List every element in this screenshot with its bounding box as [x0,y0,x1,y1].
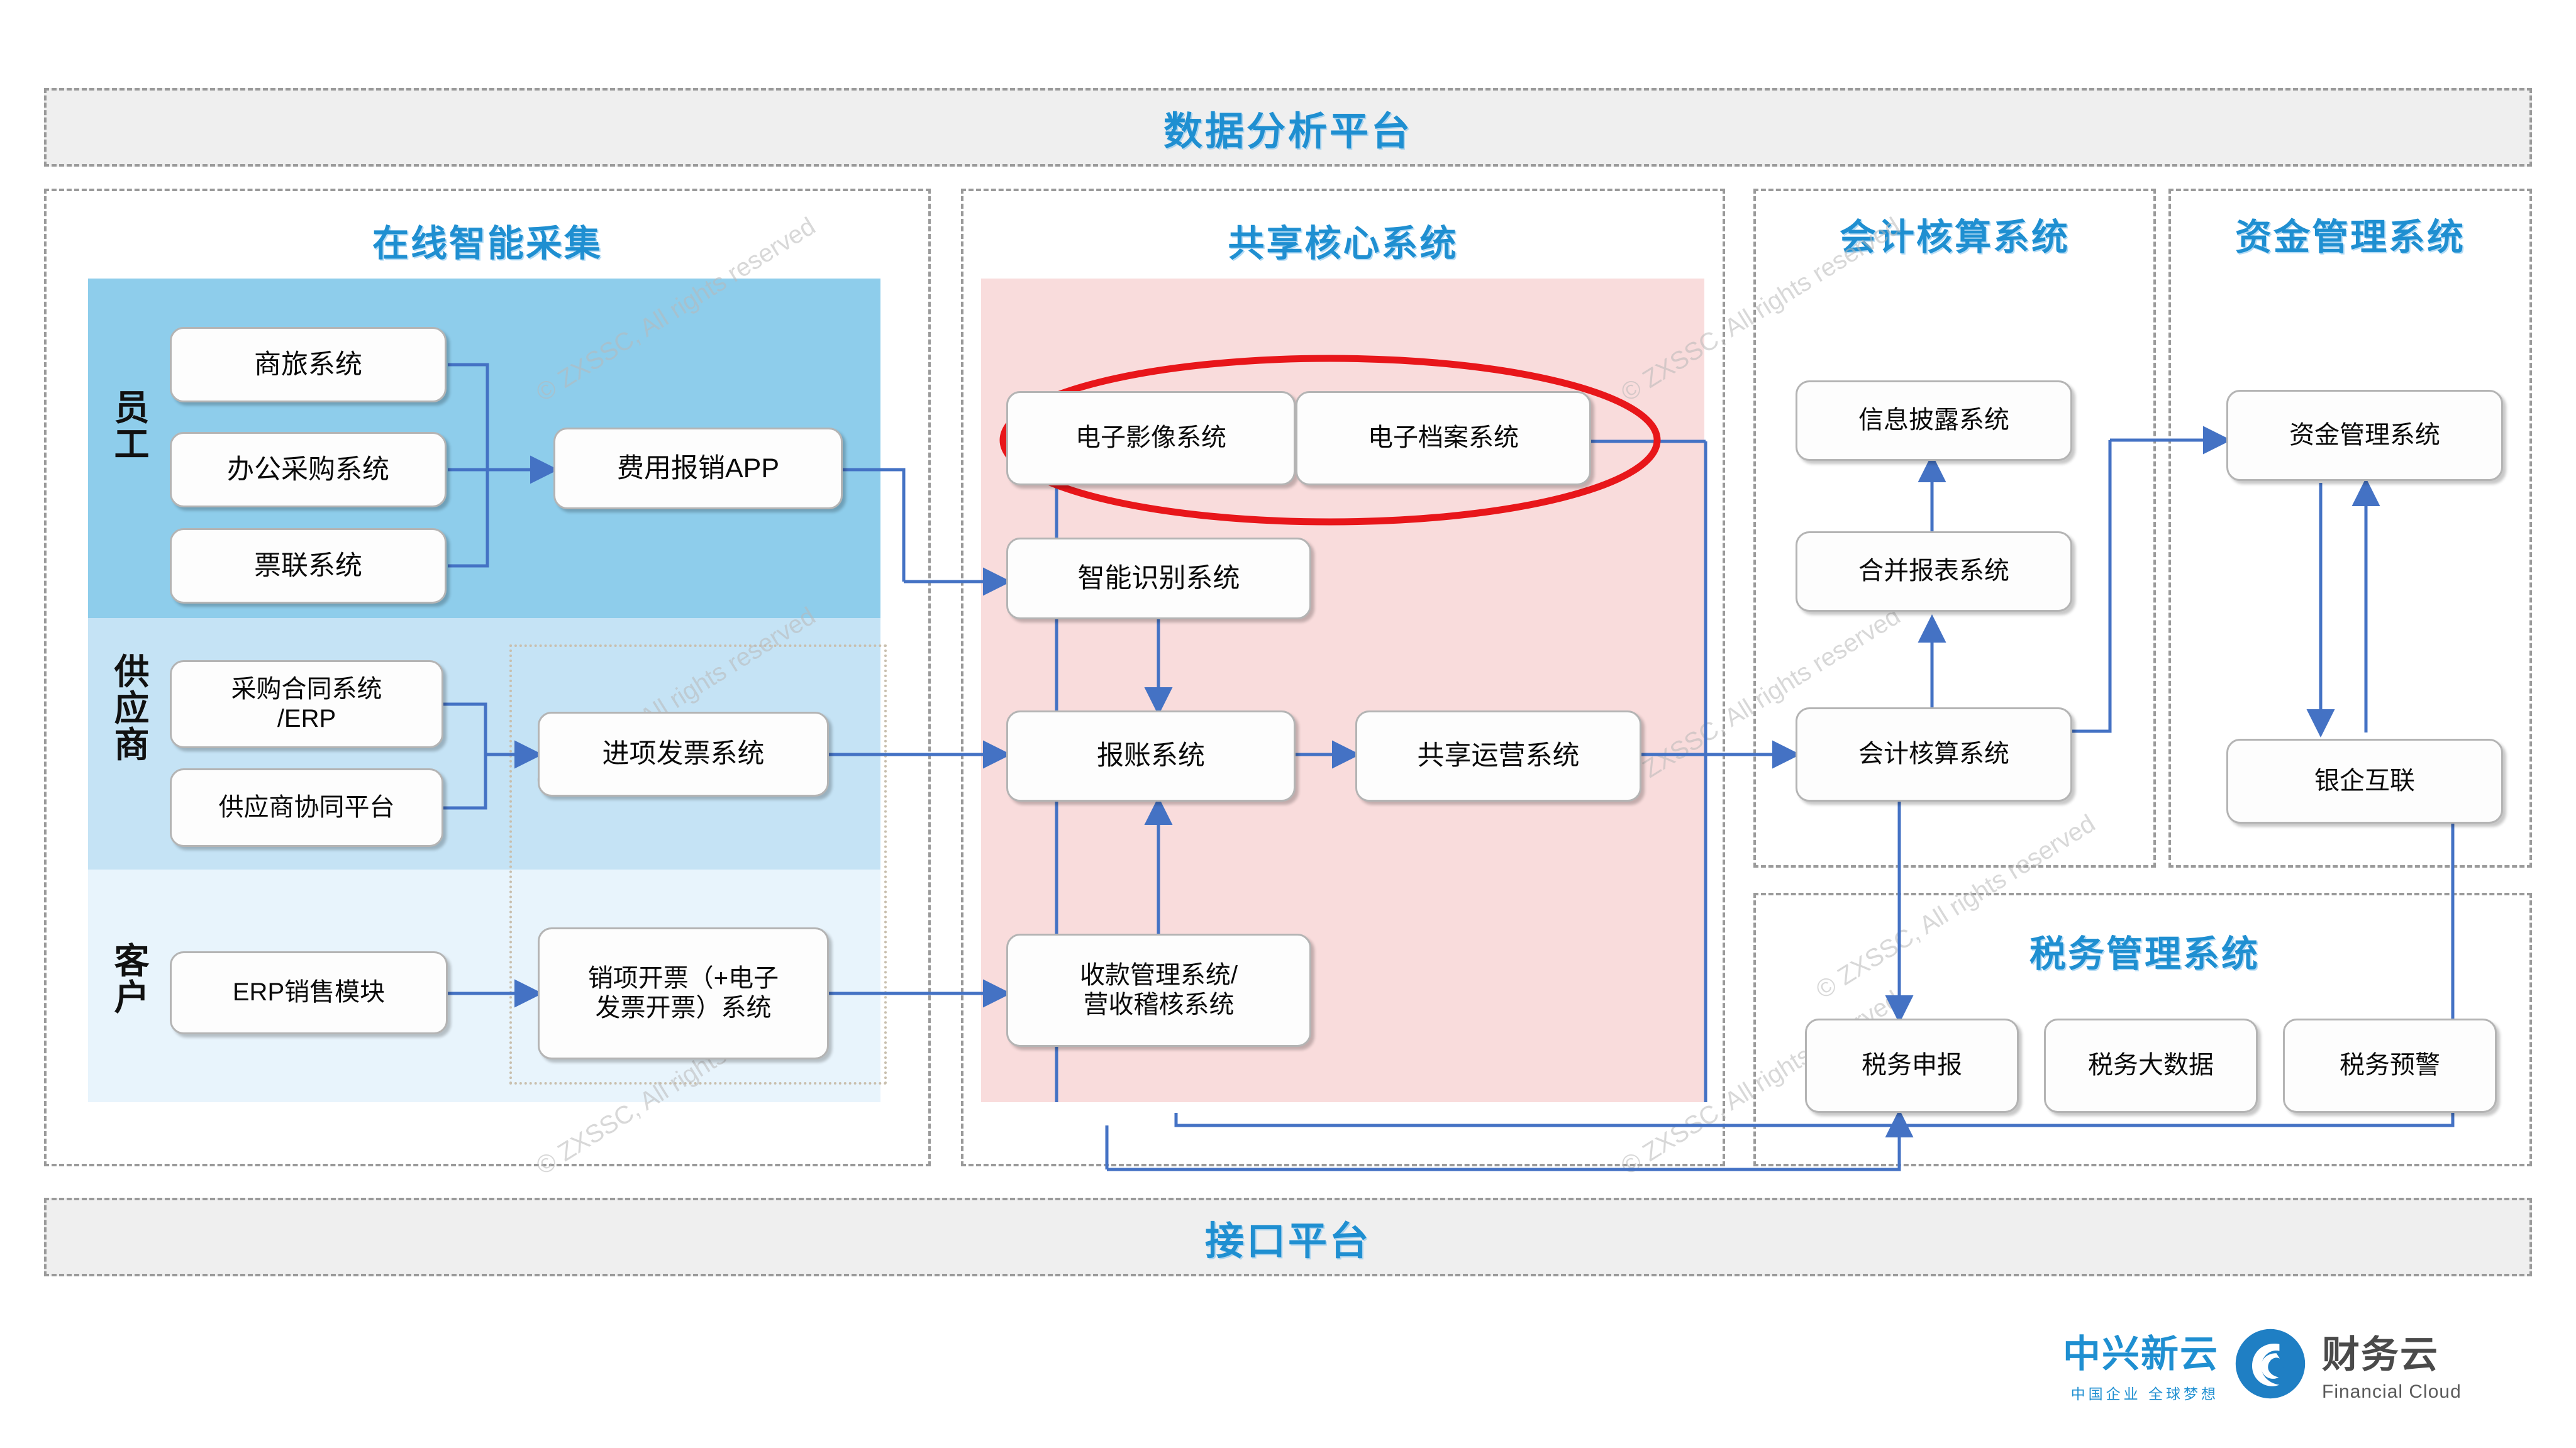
tax-column-title: 税务管理系统 [2029,934,2260,975]
customer-label: 客户 [114,941,150,1018]
node-smart-recognition-system[interactable]: 智能识别系统 [1006,538,1311,619]
node-general-ledger-system[interactable]: 会计核算系统 [1796,707,2072,802]
node-purchase-contract-erp[interactable]: 采购合同系统 /ERP [170,660,443,748]
node-shared-operations-system[interactable]: 共享运营系统 [1355,710,1641,802]
collection-column-frame [44,189,931,1166]
logo-brand-name: 中兴新云 [2063,1333,2219,1375]
supplier-label: 供应商 [114,652,150,765]
node-electronic-image-system[interactable]: 电子影像系统 [1006,391,1296,485]
node-tax-bigdata[interactable]: 税务大数据 [2044,1019,2258,1113]
node-office-purchase-system[interactable]: 办公采购系统 [170,432,447,507]
node-information-disclosure-system[interactable]: 信息披露系统 [1796,380,2072,461]
top-platform-title: 数据分析平台 [1163,109,1413,153]
logo-brand-block: 中兴新云 中国企业 全球梦想 [2063,1324,2219,1403]
employee-label: 员工 [114,388,150,465]
node-receipt-management-system[interactable]: 收款管理系统/ 营收稽核系统 [1006,934,1311,1047]
node-consolidated-report-system[interactable]: 合并报表系统 [1796,531,2072,612]
node-ticket-union-system[interactable]: 票联系统 [170,528,447,604]
collection-column-title: 在线智能采集 [372,223,602,264]
bottom-platform-band: 接口平台 [44,1198,2532,1276]
logo-brand-tagline: 中国企业 全球梦想 [2070,1386,2219,1402]
node-expense-reimbursement-app[interactable]: 费用报销APP [553,428,843,509]
node-input-invoice-system[interactable]: 进项发票系统 [538,712,829,797]
logo-product-name: 财务云 [2322,1334,2439,1376]
node-tax-alert[interactable]: 税务预警 [2283,1019,2497,1113]
node-bank-enterprise-link[interactable]: 银企互联 [2226,739,2503,824]
node-treasury-management-system[interactable]: 资金管理系统 [2226,390,2503,481]
node-travel-system[interactable]: 商旅系统 [170,327,447,402]
accounting-column-title: 会计核算系统 [1839,217,2070,258]
brand-logo: 中兴新云 中国企业 全球梦想 财务云 Financial Cloud [2063,1324,2462,1403]
node-erp-sales-module[interactable]: ERP销售模块 [170,951,448,1034]
core-column-title: 共享核心系统 [1228,223,1458,264]
logo-product-name-en: Financial Cloud [2322,1381,2462,1402]
node-tax-filing[interactable]: 税务申报 [1805,1019,2019,1113]
cloud-swirl-icon [2235,1329,2306,1398]
invoice-subgroup [509,644,887,1085]
logo-product-block: 财务云 Financial Cloud [2322,1324,2462,1403]
treasury-column-title: 资金管理系统 [2235,217,2465,258]
top-platform-band: 数据分析平台 [44,88,2532,167]
node-supplier-portal[interactable]: 供应商协同平台 [170,768,443,847]
node-expense-claim-system[interactable]: 报账系统 [1006,710,1296,802]
node-electronic-archive-system[interactable]: 电子档案系统 [1296,391,1591,485]
bottom-platform-title: 接口平台 [1204,1219,1371,1263]
node-output-invoice-system[interactable]: 销项开票（+电子 发票开票）系统 [538,927,829,1059]
